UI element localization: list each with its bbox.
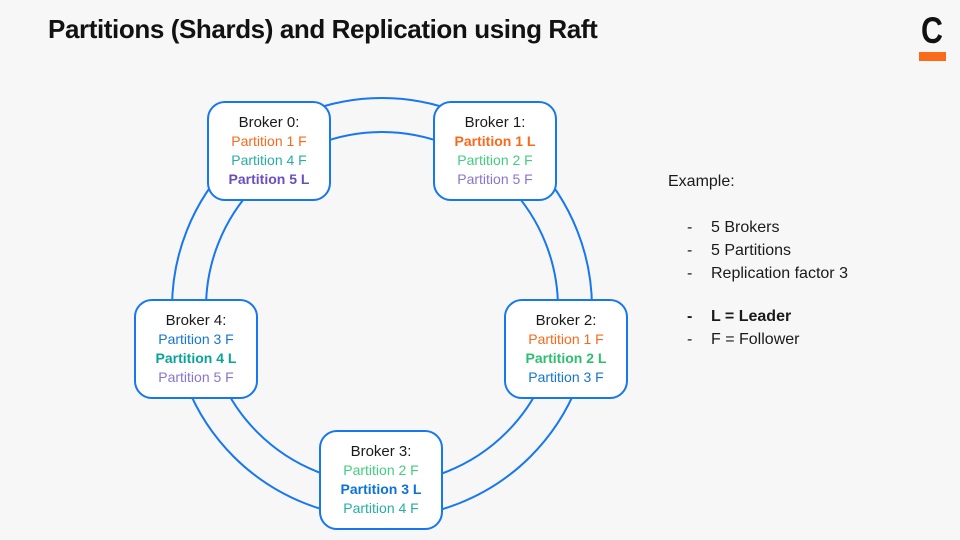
broker-name: Broker 1: [464,114,526,131]
example-item: - 5 Partitions [668,239,848,262]
broker-name: Broker 0: [238,114,300,131]
broker-3-node: Broker 3: Partition 2 F Partition 3 L Pa… [319,430,443,530]
example-item: - Replication factor 3 [668,262,848,285]
example-item-text: 5 Partitions [711,242,792,259]
legend-item-text: F = Follower [711,331,800,348]
partition-label: Partition 3 F [528,369,604,385]
page-title: Partitions (Shards) and Replication usin… [48,14,598,44]
partition-label: Partition 2 F [457,152,533,168]
logo: C [916,12,948,61]
example-item-text: Replication factor 3 [711,265,848,282]
broker-2-node: Broker 2: Partition 1 F Partition 2 L Pa… [504,299,628,399]
bullet-dash: - [687,219,693,236]
legend-item-leader: - L = Leader [668,305,848,328]
partition-label-leader: Partition 5 L [228,171,310,187]
bullet-dash: - [687,308,693,325]
broker-name: Broker 2: [535,312,597,329]
broker-0-node: Broker 0: Partition 1 F Partition 4 F Pa… [207,101,331,201]
partition-label-leader: Partition 4 L [155,350,237,366]
bullet-dash: - [687,265,693,282]
partition-label-leader: Partition 1 L [454,133,536,149]
broker-4-node: Broker 4: Partition 3 F Partition 4 L Pa… [134,299,258,399]
bullet-dash: - [687,242,693,259]
logo-letter: C [921,10,943,51]
legend-item-text: L = Leader [711,308,792,325]
partition-label: Partition 5 F [457,171,533,187]
partition-label: Partition 1 F [231,133,307,149]
partition-label-leader: Partition 2 L [525,350,607,366]
partition-label: Partition 5 F [158,369,234,385]
broker-name: Broker 3: [350,443,412,460]
example-spacer [668,285,848,305]
example-panel: Example: - 5 Brokers - 5 Partitions - Re… [668,172,848,351]
example-item-text: 5 Brokers [711,219,780,236]
partition-label: Partition 3 F [158,331,234,347]
partition-label: Partition 1 F [528,331,604,347]
broker-1-node: Broker 1: Partition 1 L Partition 2 F Pa… [433,101,557,201]
bullet-dash: - [687,331,693,348]
partition-label: Partition 2 F [343,462,419,478]
example-heading: Example: [668,173,735,190]
partition-label: Partition 4 F [343,500,419,516]
partition-label-leader: Partition 3 L [340,481,422,497]
partition-label: Partition 4 F [231,152,307,168]
example-item: - 5 Brokers [668,216,848,239]
legend-item-follower: - F = Follower [668,328,848,351]
logo-underline [918,52,946,61]
broker-name: Broker 4: [165,312,227,329]
